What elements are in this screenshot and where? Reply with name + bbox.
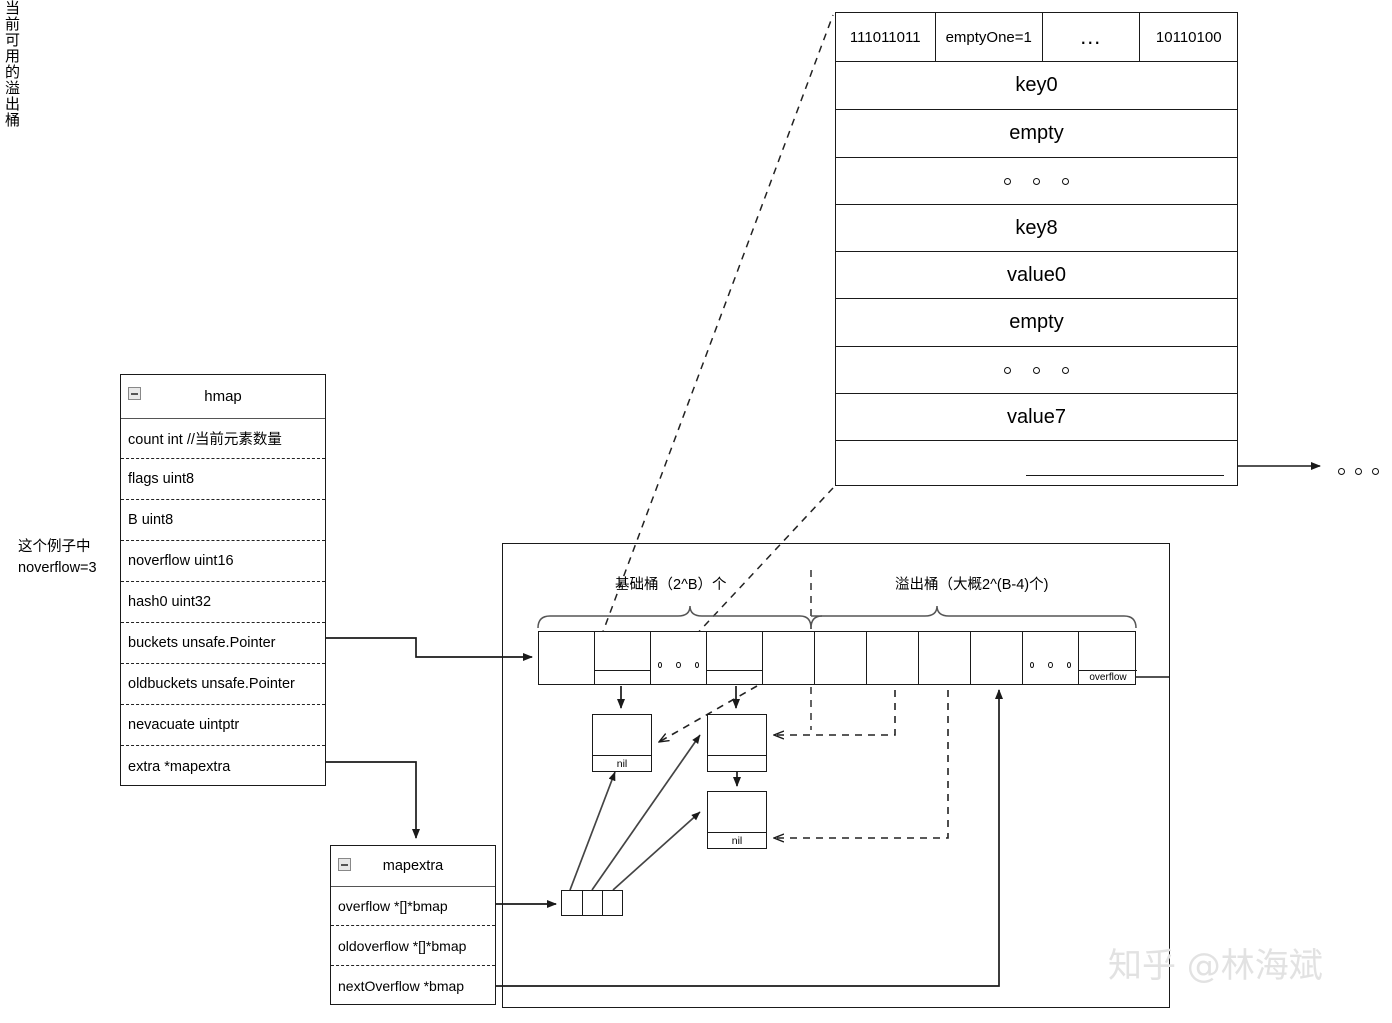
overflow-buckets-label: 溢出桶（大概2^(B-4)个)	[895, 577, 1049, 593]
bucket-cell-4[interactable]	[763, 632, 815, 684]
bucket-cell-last-overflow-slot: overflow	[1079, 670, 1137, 684]
hmap-field-hash0: hash0 uint32	[121, 582, 325, 623]
bucket-cell-7[interactable]	[919, 632, 971, 684]
noverflow-note-line1: 这个例子中	[18, 539, 91, 555]
mapextra-field-nextoverflow: nextOverflow *bmap	[338, 978, 465, 994]
bmap-row-key0: key0	[836, 61, 1237, 109]
hmap-field-buckets: buckets unsafe.Pointer	[121, 623, 325, 664]
bucket-cell-ellipsis-right	[1023, 632, 1079, 684]
bucket-cell-1[interactable]	[595, 632, 651, 684]
bmap-row-ellipsis-2	[836, 346, 1237, 393]
mapextra-field-oldoverflow: oldoverflow *[]*bmap	[331, 926, 495, 966]
collapse-icon[interactable]	[128, 387, 141, 400]
hmap-field-count: count int //当前元素数量	[121, 418, 325, 459]
bucket-cell-3[interactable]	[707, 632, 763, 684]
overflow-slice-array	[561, 890, 623, 916]
bmap-row-empty-2: empty	[836, 298, 1237, 346]
tophash-cell-0: 111011011	[836, 13, 936, 61]
overflow-bucket-3[interactable]: nil	[707, 791, 767, 849]
bucket-cell-5[interactable]	[815, 632, 867, 684]
bmap-row-empty-1: empty	[836, 109, 1237, 157]
tophash-cell-1: emptyOne=1	[936, 13, 1043, 61]
bmap-row-value7: value7	[836, 393, 1237, 440]
bucket-cell-8[interactable]	[971, 632, 1023, 684]
buckets-region-container	[502, 543, 1170, 1008]
overflow-bucket-2[interactable]	[707, 714, 767, 772]
current-free-overflow-bucket-note: 当前可用的溢出桶	[3, 0, 20, 128]
hmap-field-nevacuate: nevacuate uintptr	[121, 705, 325, 746]
bmap-row-ellipsis-1	[836, 157, 1237, 204]
bmap-row-value0: value0	[836, 251, 1237, 298]
tophash-cell-3: 10110100	[1155, 28, 1222, 46]
bucket-array: overflow	[538, 631, 1137, 685]
bucket-cell-6[interactable]	[867, 632, 919, 684]
overflow-slice-cell-0[interactable]	[562, 891, 583, 915]
overflow-bucket-2-ptr-slot	[708, 755, 766, 771]
tophash-cell-2: …	[1043, 13, 1141, 61]
overflow-bucket-3-nil-slot: nil	[708, 832, 766, 848]
noverflow-note: 这个例子中 noverflow=3	[18, 537, 97, 579]
bmap-detail-box: 111011011 emptyOne=1 … 10110100 key0 emp…	[835, 12, 1238, 486]
bmap-overflow-tail-line	[1026, 475, 1224, 476]
hmap-field-extra: extra *mapextra	[128, 758, 231, 775]
mapextra-field-overflow: overflow *[]*bmap	[331, 886, 495, 926]
collapse-icon[interactable]	[338, 858, 351, 871]
hmap-extra-pointer	[326, 761, 420, 839]
bucket-cell-3-overflow-slot	[707, 670, 762, 684]
overflow-bucket-1[interactable]: nil	[592, 714, 652, 772]
overflow-slice-cell-1[interactable]	[583, 891, 604, 915]
overflow-slice-cell-2[interactable]	[603, 891, 624, 915]
ellipsis-dots	[651, 632, 706, 684]
bmap-chain-ellipsis	[1333, 462, 1384, 480]
bmap-row-key8: key8	[836, 204, 1237, 251]
tophash-row: 111011011 emptyOne=1 … 10110100	[836, 13, 1237, 61]
base-buckets-label: 基础桶（2^B）个	[615, 577, 727, 593]
mapextra-title-label: mapextra	[382, 858, 444, 874]
ellipsis-dots	[1023, 632, 1078, 684]
bucket-cell-last[interactable]: overflow	[1079, 632, 1137, 684]
hmap-field-b: B uint8	[121, 500, 325, 541]
mapextra-title: mapextra	[331, 846, 495, 887]
bucket-cell-0[interactable]	[539, 632, 595, 684]
overflow-bucket-1-nil-slot: nil	[593, 755, 651, 771]
hmap-field-oldbuckets: oldbuckets unsafe.Pointer	[121, 664, 325, 705]
bucket-cell-ellipsis-left	[651, 632, 707, 684]
hmap-field-flags: flags uint8	[121, 459, 325, 500]
hmap-title-label: hmap	[204, 388, 242, 405]
hmap-field-noverflow: noverflow uint16	[121, 541, 325, 582]
bucket-cell-1-overflow-slot	[595, 670, 650, 684]
watermark: 知乎 @林海斌	[1108, 946, 1323, 986]
hmap-title: hmap	[121, 375, 325, 419]
mapextra-struct-box: mapextra overflow *[]*bmap oldoverflow *…	[330, 845, 496, 1005]
hmap-struct-box: hmap count int //当前元素数量 flags uint8 B ui…	[120, 374, 326, 786]
bmap-row-overflow-ptr	[836, 440, 1237, 487]
noverflow-note-line2: noverflow=3	[18, 560, 97, 577]
